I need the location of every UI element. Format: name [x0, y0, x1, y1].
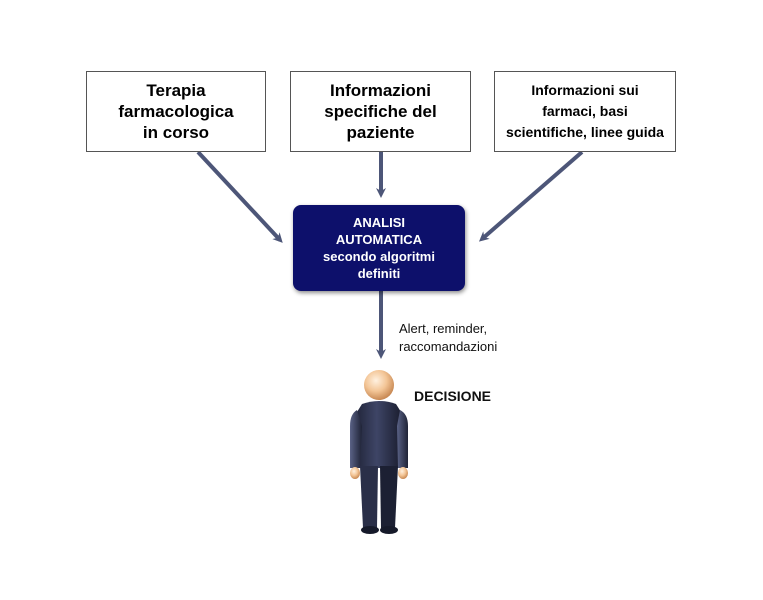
input-box-paziente: Informazioni specifiche del paziente — [290, 71, 471, 152]
input-label-farmaci: Informazioni sui farmaci, basi scientifi… — [506, 82, 664, 140]
person-right-leg — [380, 466, 398, 528]
decision-label: DECISIONE — [414, 388, 492, 404]
arrow-farmaci-to-analisi — [478, 150, 584, 242]
output-label: Alert, reminder, raccomandazioni — [399, 321, 498, 354]
person-right-hand — [398, 467, 408, 479]
person-right-foot — [380, 526, 398, 534]
person-right-arm — [397, 410, 408, 468]
person-head — [364, 370, 394, 400]
person-left-leg — [360, 466, 378, 528]
input-box-terapia: Terapia farmacologica in corso — [86, 71, 266, 152]
person-left-arm — [350, 410, 362, 468]
input-label-paziente: Informazioni specifiche del paziente — [324, 81, 437, 142]
person-left-foot — [361, 526, 379, 534]
person-icon — [350, 370, 408, 534]
person-left-hand — [350, 467, 360, 479]
person-torso — [357, 401, 401, 468]
analysis-label: ANALISI AUTOMATICA secondo algoritmi def… — [323, 215, 435, 281]
arrow-terapia-to-analisi — [196, 150, 283, 243]
input-box-farmaci: Informazioni sui farmaci, basi scientifi… — [494, 71, 676, 152]
analysis-box: ANALISI AUTOMATICA secondo algoritmi def… — [293, 205, 465, 291]
input-label-terapia: Terapia farmacologica in corso — [118, 81, 234, 142]
